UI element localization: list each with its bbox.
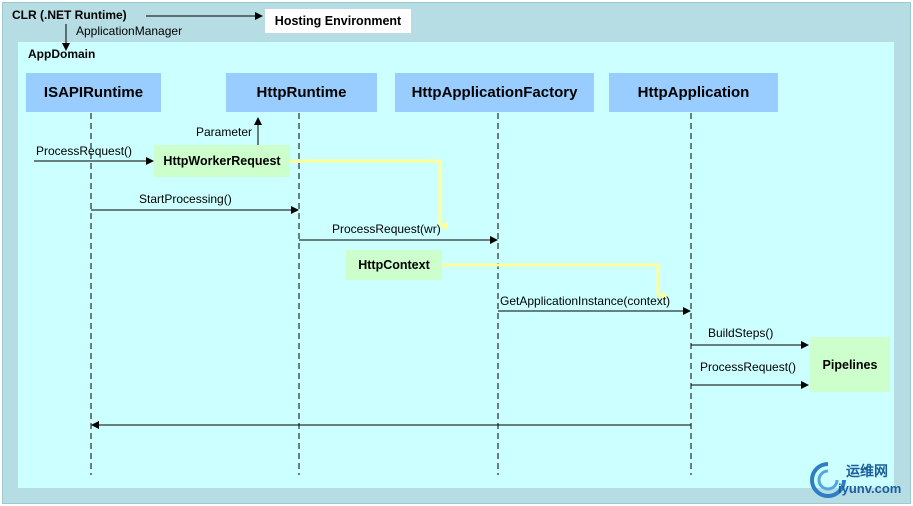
application-manager-label: ApplicationManager	[76, 24, 183, 38]
worker-request-flow	[290, 159, 448, 231]
watermark-cn: 运维网	[846, 463, 888, 479]
hosting-environment-box: Hosting Environment	[265, 9, 411, 33]
process-request-wr-label: ProcessRequest(wr)	[332, 222, 441, 236]
http-worker-request-box: HttpWorkerRequest	[154, 145, 290, 177]
appdomain-label: AppDomain	[28, 47, 96, 61]
get-application-instance-label: GetApplicationInstance(context)	[500, 294, 671, 308]
watermark-logo: 运维网 iyunv.com	[808, 460, 908, 500]
lifeline-httpapplicationfactory: HttpApplicationFactory	[395, 73, 594, 112]
context-flow	[442, 263, 666, 301]
http-context-box: HttpContext	[346, 250, 442, 280]
lifeline-httpapplication: HttpApplication	[609, 73, 778, 112]
pipelines-box: Pipelines	[810, 337, 890, 392]
clr-label: CLR (.NET Runtime)	[12, 8, 127, 22]
lifeline-httpruntime: HttpRuntime	[226, 73, 377, 112]
process-request-label: ProcessRequest()	[36, 144, 133, 158]
watermark-url: iyunv.com	[838, 481, 902, 496]
start-processing-label: StartProcessing()	[139, 192, 232, 206]
build-steps-label: BuildSteps()	[708, 326, 774, 340]
lifeline-isapiruntime: ISAPIRuntime	[26, 73, 161, 112]
watermark-swirl-icon	[810, 462, 846, 498]
process-request-pipelines-label: ProcessRequest()	[700, 360, 797, 374]
parameter-label: Parameter	[196, 125, 253, 139]
